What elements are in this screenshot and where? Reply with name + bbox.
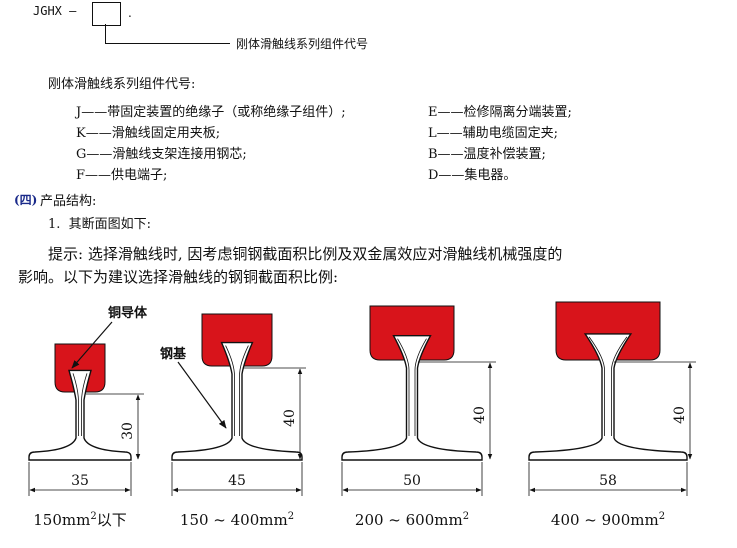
code-item-d: D——集电器。 bbox=[428, 168, 517, 183]
code-leader-vertical bbox=[105, 24, 106, 44]
codes-heading: 刚体滑触线系列组件代号: bbox=[48, 77, 196, 92]
code-item-k: K——滑触线固定用夹板; bbox=[76, 126, 221, 141]
section-item-1: 1. 其断面图如下: bbox=[48, 217, 152, 232]
tip-line-1: 提示: 选择滑触线时, 因考虑铜钢截面积比例及双金属效应对滑触线机械强度的 bbox=[48, 245, 563, 263]
steel-base bbox=[28, 369, 132, 461]
tip-line-2: 影响。以下为建议选择滑触线的钢铜截面积比例: bbox=[18, 268, 339, 286]
area-caption: 200 ~ 600mm2 bbox=[355, 511, 469, 529]
dim-height-label: 40 bbox=[472, 406, 488, 424]
code-prefix: JGHX — bbox=[33, 4, 77, 18]
code-dot: . bbox=[128, 6, 132, 20]
copper-conductor bbox=[54, 343, 106, 393]
copper-conductor bbox=[369, 305, 455, 361]
area-caption: 400 ~ 900mm2 bbox=[551, 511, 665, 529]
dim-height-label: 40 bbox=[672, 406, 688, 424]
copper-conductor bbox=[201, 313, 273, 367]
code-item-f: F——供电端子; bbox=[76, 168, 168, 183]
section-number: (四) bbox=[14, 193, 38, 207]
code-label: 刚体滑触线系列组件代号 bbox=[236, 37, 369, 51]
steel-label: 钢基 bbox=[160, 346, 187, 362]
section-title: 产品结构: bbox=[40, 194, 97, 209]
profile-1: 150mm2以下 bbox=[28, 343, 144, 529]
code-box bbox=[92, 2, 121, 26]
copper-conductor bbox=[555, 301, 661, 361]
area-caption: 150mm2以下 bbox=[33, 511, 126, 529]
steel-base bbox=[341, 335, 483, 461]
cross-section-figure: 150mm2以下 35 30 150 ~ 400mm2 45 40 200 ~ 600mm2… bbox=[28, 301, 696, 529]
dim-width-label: 35 bbox=[71, 473, 89, 489]
dim-height-label: 40 bbox=[282, 409, 298, 427]
steel-inner-line bbox=[225, 345, 249, 436]
profile-3: 200 ~ 600mm2 bbox=[341, 305, 496, 529]
steel-leader bbox=[177, 361, 227, 429]
steel-base bbox=[171, 341, 303, 461]
code-item-l: L——辅助电缆固定夹; bbox=[428, 126, 559, 141]
dim-height-label: 30 bbox=[120, 422, 136, 440]
code-item-b: B——温度补偿装置; bbox=[428, 147, 546, 162]
dim-width-label: 50 bbox=[403, 473, 421, 489]
code-leader-horizontal bbox=[105, 43, 230, 44]
code-item-j: J——带固定装置的绝缘子（或称绝缘子组件）; bbox=[76, 105, 346, 120]
area-caption: 150 ~ 400mm2 bbox=[180, 511, 294, 529]
profile-4: 400 ~ 900mm2 bbox=[528, 301, 696, 529]
steel-inner-line bbox=[588, 336, 628, 436]
dim-width-label: 58 bbox=[599, 473, 617, 489]
steel-inner-line bbox=[397, 338, 427, 436]
code-item-g: G——滑触线支架连接用钢芯; bbox=[76, 147, 247, 162]
steel-base bbox=[528, 333, 688, 461]
profile-2: 150 ~ 400mm2 bbox=[171, 313, 306, 529]
code-item-e: E——检修隔离分端装置; bbox=[428, 105, 572, 120]
steel-inner-line bbox=[72, 373, 88, 436]
dim-width-label: 45 bbox=[228, 473, 246, 489]
copper-label: 铜导体 bbox=[107, 305, 148, 321]
copper-leader bbox=[71, 321, 113, 369]
